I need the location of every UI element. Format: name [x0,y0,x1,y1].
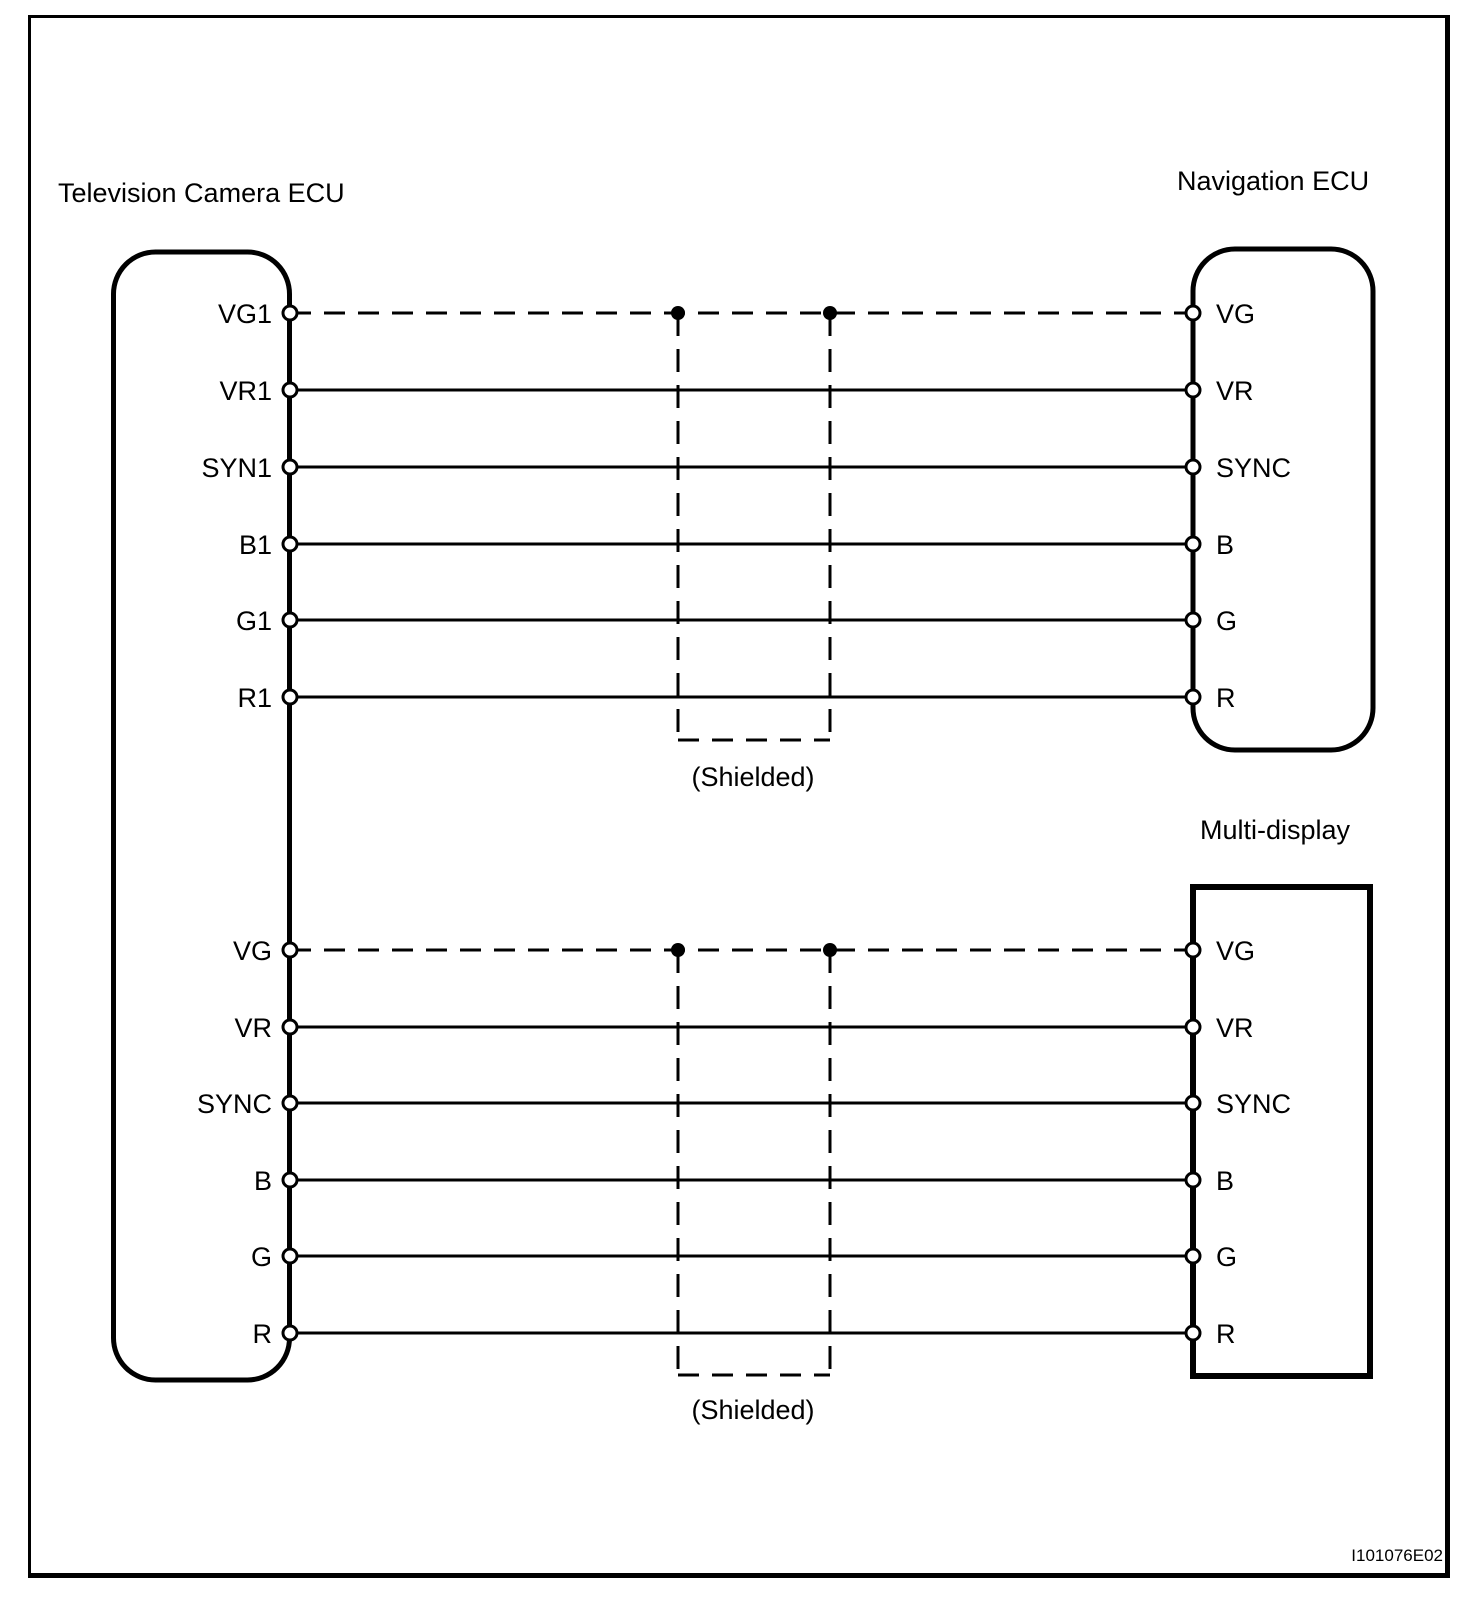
pin-label-nav-b: B [1216,530,1234,560]
shield-outline-top [671,306,837,742]
pin-terminal-r1 [281,688,299,706]
camera-ecu-box [111,249,292,1383]
wires-camera-to-navigation [290,311,1193,699]
shield-outline-bottom [671,943,837,1377]
pin-terminal-vg1 [281,304,299,322]
pin-terminal-nav-vr [1184,381,1202,399]
pin-label-cam-sync: SYNC [197,1089,272,1119]
pin-label-cam-vr: VR [234,1013,272,1043]
pin-label-cam-r: R [253,1319,273,1349]
pin-label-nav-r: R [1216,683,1236,713]
pin-terminal-cam-sync [281,1094,299,1112]
multi-display-box [1190,884,1373,1379]
pin-label-cam-g: G [251,1242,272,1272]
pin-label-g1: G1 [236,606,272,636]
camera-ecu-title: Television Camera ECU [58,178,345,208]
pin-terminals [281,304,1202,1342]
shield-label-bottom: (Shielded) [691,1395,814,1425]
pin-label-b1: B1 [239,530,272,560]
pin-label-md-vg: VG [1216,936,1255,966]
pin-label-md-r: R [1216,1319,1236,1349]
pin-terminal-cam-vr [281,1018,299,1036]
pin-label-nav-sync: SYNC [1216,453,1291,483]
pin-label-cam-vg: VG [233,936,272,966]
navigation-ecu-title: Navigation ECU [1177,166,1369,196]
pin-terminal-cam-b [281,1171,299,1189]
pin-label-vr1: VR1 [219,376,272,406]
shield-junction-dot [823,943,837,957]
pin-terminal-cam-vg [281,941,299,959]
pin-label-nav-vr: VR [1216,376,1254,406]
figure-code: I101076E02 [1351,1546,1443,1565]
pin-terminal-md-r [1184,1324,1202,1342]
pin-terminal-g1 [281,611,299,629]
pin-terminal-b1 [281,535,299,553]
pin-terminal-nav-g [1184,611,1202,629]
pin-terminal-nav-vg [1184,304,1202,322]
pin-terminal-syn1 [281,458,299,476]
shield-junction-dot [671,943,685,957]
multi-display-title: Multi-display [1200,815,1351,845]
pin-terminal-md-g [1184,1247,1202,1265]
pin-terminal-md-b [1184,1171,1202,1189]
pin-terminal-cam-g [281,1247,299,1265]
navigation-ecu-box [1190,246,1376,753]
pin-terminal-md-vg [1184,941,1202,959]
shield-junction-dot [671,306,685,320]
pin-label-md-b: B [1216,1166,1234,1196]
pin-label-nav-vg: VG [1216,299,1255,329]
shield-label-top: (Shielded) [691,762,814,792]
pin-terminal-nav-b [1184,535,1202,553]
pin-terminal-vr1 [281,381,299,399]
pin-label-nav-g: G [1216,606,1237,636]
pin-label-md-vr: VR [1216,1013,1254,1043]
pin-terminal-nav-sync [1184,458,1202,476]
pin-label-md-sync: SYNC [1216,1089,1291,1119]
pin-terminal-md-vr [1184,1018,1202,1036]
pin-label-cam-b: B [254,1166,272,1196]
shield-junction-dot [823,306,837,320]
pin-terminal-cam-r [281,1324,299,1342]
pin-label-r1: R1 [237,683,272,713]
pin-terminal-nav-r [1184,688,1202,706]
pin-label-syn1: SYN1 [201,453,272,483]
pin-label-vg1: VG1 [218,299,272,329]
wires-camera-to-multi-display [290,948,1193,1335]
pin-terminal-md-sync [1184,1094,1202,1112]
pin-label-md-g: G [1216,1242,1237,1272]
